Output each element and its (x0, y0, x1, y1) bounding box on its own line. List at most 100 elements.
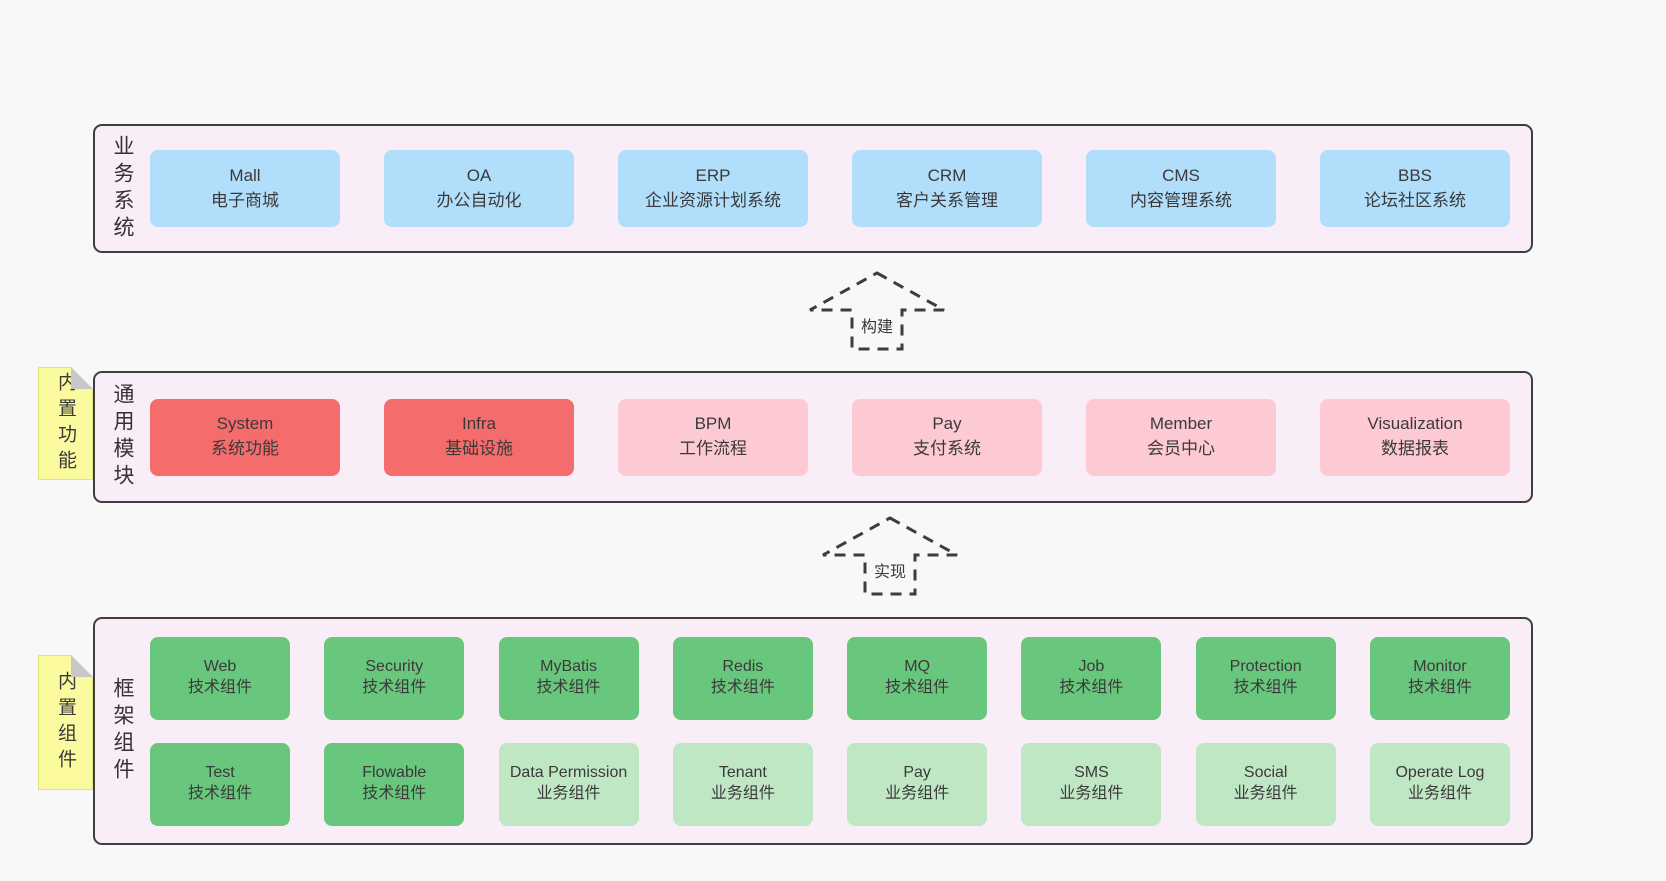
box-cms: CMS 内容管理系统 (1086, 150, 1276, 227)
box-sms-en: SMS (1074, 764, 1109, 782)
box-cms-zh: 内容管理系统 (1130, 190, 1232, 210)
box-data-permission: Data Permission 业务组件 (498, 742, 639, 826)
box-web: Web 技术组件 (150, 636, 290, 720)
box-social-zh: 业务组件 (1233, 785, 1298, 802)
box-mq: MQ 技术组件 (847, 636, 988, 720)
box-redis-en: Redis (722, 658, 764, 676)
box-tenant-en: Tenant (718, 764, 767, 782)
box-system-en: System (216, 414, 274, 434)
fold-corner-icon (71, 367, 93, 389)
note-built-in-components-text: 内置组件 (55, 670, 76, 775)
box-data-permission-zh: 业务组件 (536, 785, 601, 802)
arrow-implement: 实现 (820, 515, 960, 597)
layer-business-systems: 业务系统 Mall 电子商城 OA 办公自动化 ERP 企业资源计划系统 CRM (93, 124, 1533, 253)
arrow-implement-label: 实现 (868, 557, 912, 583)
layer-framework-label: 框架组件 (95, 619, 150, 843)
box-security-en: Security (365, 658, 424, 676)
note-built-in-features: 内置功能 (38, 367, 93, 480)
box-bpm: BPM 工作流程 (618, 398, 808, 476)
box-pay-biz-zh: 业务组件 (885, 785, 950, 802)
box-crm-en: CRM (927, 165, 967, 185)
up-arrow-icon (809, 271, 945, 351)
box-test: Test 技术组件 (150, 742, 290, 826)
box-protection-zh: 技术组件 (1233, 679, 1298, 696)
box-pay: Pay 支付系统 (852, 398, 1042, 476)
box-oa-zh: 办公自动化 (436, 190, 522, 210)
box-mall: Mall 电子商城 (150, 150, 340, 227)
box-bbs-zh: 论坛社区系统 (1364, 190, 1466, 210)
layer-modules-label-text: 通用模块 (111, 383, 134, 491)
box-redis: Redis 技术组件 (672, 636, 813, 720)
box-erp-en: ERP (695, 165, 731, 185)
box-tenant-zh: 业务组件 (710, 785, 775, 802)
layer-framework-label-text: 框架组件 (111, 677, 134, 785)
box-bpm-zh: 工作流程 (679, 439, 747, 458)
box-social: Social 业务组件 (1195, 742, 1336, 826)
box-tenant: Tenant 业务组件 (672, 742, 813, 826)
arrow-build-label: 构建 (855, 312, 899, 338)
box-job-en: Job (1078, 658, 1105, 676)
box-sms-zh: 业务组件 (1059, 785, 1124, 802)
box-flowable-zh: 技术组件 (362, 785, 427, 802)
box-bbs: BBS 论坛社区系统 (1320, 150, 1510, 227)
box-oa: OA 办公自动化 (384, 150, 574, 227)
box-mybatis-en: MyBatis (540, 658, 598, 676)
box-crm-zh: 客户关系管理 (896, 190, 998, 210)
box-cms-en: CMS (1162, 165, 1200, 185)
box-flowable: Flowable 技术组件 (324, 742, 465, 826)
modules-boxes-area: System 系统功能 Infra 基础设施 BPM 工作流程 Pay 支付系统… (150, 373, 1531, 501)
box-pay-zh: 支付系统 (913, 439, 981, 458)
box-crm: CRM 客户关系管理 (852, 150, 1042, 227)
box-flowable-en: Flowable (362, 764, 427, 782)
box-visualization-zh: 数据报表 (1381, 439, 1449, 458)
box-web-zh: 技术组件 (187, 679, 252, 696)
box-monitor: Monitor 技术组件 (1369, 636, 1510, 720)
box-erp: ERP 企业资源计划系统 (618, 150, 808, 227)
box-infra: Infra 基础设施 (384, 398, 574, 476)
box-job: Job 技术组件 (1021, 636, 1162, 720)
box-operate-log-zh: 业务组件 (1407, 785, 1472, 802)
box-system: System 系统功能 (150, 398, 340, 476)
up-arrow-icon (822, 516, 958, 596)
framework-boxes-area: Web 技术组件 Security 技术组件 MyBatis 技术组件 Redi… (150, 619, 1531, 843)
fold-corner-icon (71, 655, 93, 677)
box-operate-log-en: Operate Log (1395, 764, 1485, 782)
box-monitor-en: Monitor (1413, 658, 1467, 676)
box-mybatis-zh: 技术组件 (536, 679, 601, 696)
box-pay-en: Pay (932, 414, 962, 434)
box-security: Security 技术组件 (324, 636, 465, 720)
business-boxes-row: Mall 电子商城 OA 办公自动化 ERP 企业资源计划系统 CRM 客户关系… (150, 150, 1510, 227)
box-mq-zh: 技术组件 (885, 679, 950, 696)
layer-modules-label: 通用模块 (95, 373, 150, 501)
layer-business-label-text: 业务系统 (111, 134, 134, 243)
arrow-build: 构建 (807, 270, 947, 352)
box-mybatis: MyBatis 技术组件 (498, 636, 639, 720)
box-bpm-en: BPM (694, 414, 732, 434)
layer-business-label: 业务系统 (95, 126, 150, 251)
box-oa-en: OA (466, 165, 492, 185)
box-visualization-en: Visualization (1367, 414, 1463, 434)
box-monitor-zh: 技术组件 (1407, 679, 1472, 696)
box-data-permission-en: Data Permission (509, 764, 628, 782)
box-infra-zh: 基础设施 (445, 439, 513, 458)
layer-common-modules: 通用模块 System 系统功能 Infra 基础设施 BPM 工作流程 Pay (93, 371, 1533, 503)
modules-boxes-row: System 系统功能 Infra 基础设施 BPM 工作流程 Pay 支付系统… (150, 398, 1510, 476)
box-visualization: Visualization 数据报表 (1320, 398, 1510, 476)
box-member: Member 会员中心 (1086, 398, 1276, 476)
box-protection: Protection 技术组件 (1195, 636, 1336, 720)
box-system-zh: 系统功能 (211, 439, 279, 458)
framework-boxes-row-1: Web 技术组件 Security 技术组件 MyBatis 技术组件 Redi… (150, 636, 1510, 720)
box-bbs-en: BBS (1397, 165, 1433, 185)
note-built-in-features-text: 内置功能 (55, 371, 76, 476)
box-mall-zh: 电子商城 (211, 190, 279, 210)
box-security-zh: 技术组件 (362, 679, 427, 696)
box-member-en: Member (1149, 414, 1213, 434)
box-pay-biz-en: Pay (903, 764, 931, 782)
box-job-zh: 技术组件 (1059, 679, 1124, 696)
box-social-en: Social (1243, 764, 1288, 782)
box-test-en: Test (205, 764, 235, 782)
note-built-in-components: 内置组件 (38, 655, 93, 790)
box-web-en: Web (203, 658, 237, 676)
box-infra-en: Infra (461, 414, 497, 434)
